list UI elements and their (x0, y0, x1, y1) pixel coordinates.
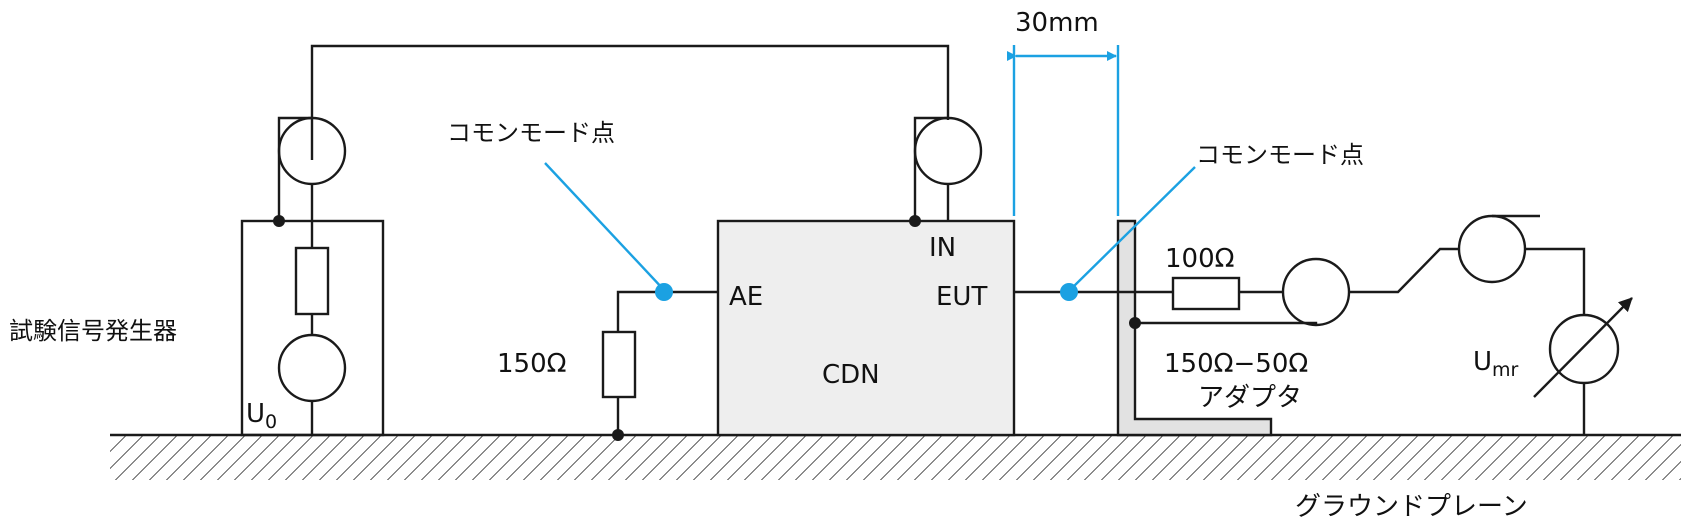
eut-label: EUT (936, 282, 987, 312)
cdn-transformer-icon (913, 116, 983, 186)
dimension-label: 30mm (1015, 8, 1099, 38)
adapter-junction-dot (1129, 317, 1141, 329)
resistor-100-label: 100Ω (1165, 244, 1235, 274)
adapter-plate (1116, 219, 1273, 437)
receiver-transformer-icon (1457, 214, 1527, 284)
adapter-label-line2: アダプタ (1198, 383, 1302, 413)
common-mode-leader-right (1069, 166, 1196, 291)
umr-label: Umr (1473, 347, 1519, 381)
generator-junction-dot (273, 215, 285, 227)
generator-source-icon (277, 333, 347, 403)
termination-ground-dot (612, 429, 624, 441)
common-mode-point-left (655, 283, 673, 301)
in-label: IN (929, 233, 956, 263)
cdn-label: CDN (822, 360, 880, 390)
ground-plane-label: グラウンドプレーン (1295, 492, 1528, 522)
u0-label: U0 (246, 399, 277, 433)
generator-label: 試験信号発生器 (9, 317, 177, 345)
umr-meter-icon (1548, 313, 1620, 385)
adapter-transformer-icon (1281, 257, 1351, 327)
resistor-150-label: 150Ω (497, 349, 567, 379)
common-mode-label-right: コモンモード点 (1196, 141, 1364, 169)
generator-transformer-tap (277, 116, 312, 221)
common-mode-label-left: コモンモード点 (447, 119, 615, 147)
common-mode-leader-left (544, 162, 665, 291)
generator-resistor-icon (294, 246, 330, 316)
cdn-junction-dot (909, 215, 921, 227)
ground-plane (110, 433, 1681, 480)
cdn-box (716, 219, 1016, 437)
cdn-transformer-tap (913, 116, 948, 221)
termination-wire (616, 290, 663, 435)
resistor-150-icon (601, 330, 637, 399)
adapter-ground-wire (1135, 321, 1318, 325)
resistor-100-icon (1171, 276, 1241, 311)
ae-label: AE (729, 282, 763, 312)
output-wire (1349, 247, 1460, 294)
umr-meter-arrow (1533, 297, 1633, 398)
receiver-wire (1525, 247, 1586, 435)
common-mode-point-right (1060, 283, 1078, 301)
adapter-label-line1: 150Ω−50Ω (1164, 349, 1308, 379)
top-loop-wire (310, 44, 950, 160)
